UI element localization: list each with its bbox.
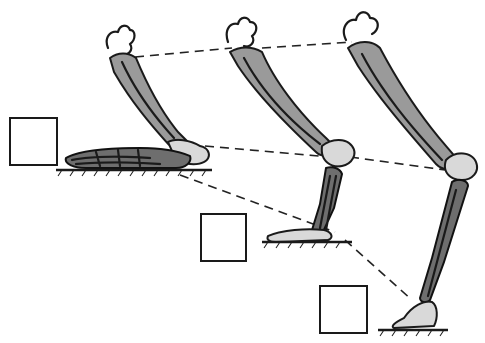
digitigrade-ankle (322, 140, 355, 166)
digitigrade-label-box[interactable] (201, 214, 246, 261)
unguligrade-label-box[interactable] (320, 286, 367, 333)
digitigrade-toes (267, 229, 331, 242)
unguligrade-hoof (393, 302, 437, 328)
digitigrade-knee-joint (227, 18, 257, 47)
unguligrade-cannon-bone (420, 180, 468, 302)
plantigrade-shin-bone (110, 54, 188, 150)
unguligrade-knee-joint (344, 12, 378, 40)
plantigrade-limb (10, 26, 212, 176)
unguligrade-limb (320, 12, 477, 336)
unguligrade-shin-bone (348, 42, 458, 169)
plantigrade-knee-joint (107, 26, 135, 55)
plantigrade-label-box[interactable] (10, 118, 57, 165)
unguligrade-ankle (445, 153, 477, 180)
digitigrade-limb (201, 18, 354, 261)
